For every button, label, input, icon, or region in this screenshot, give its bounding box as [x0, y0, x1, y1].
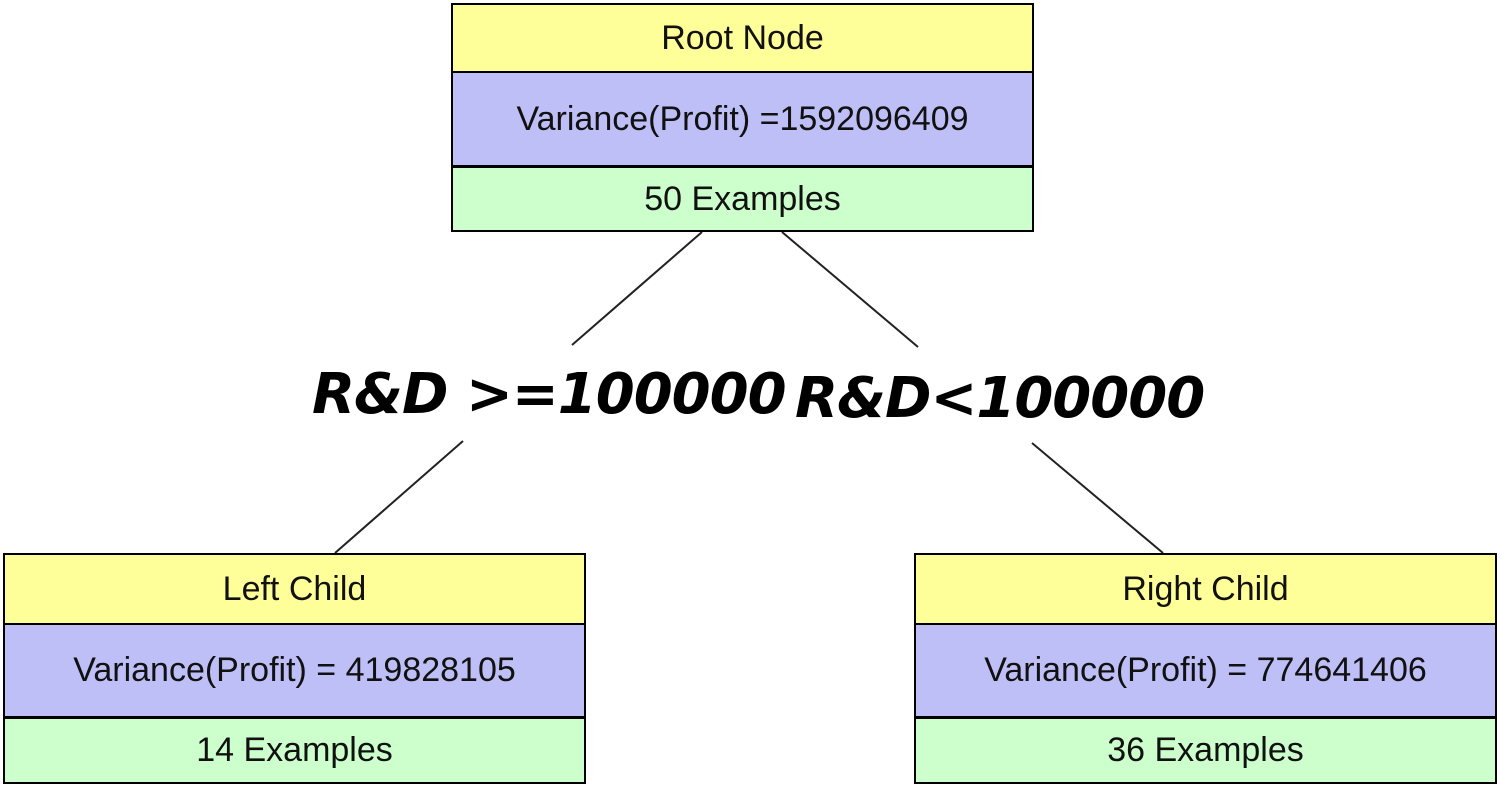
left-child-node: Left Child Variance(Profit) = 419828105 … — [3, 553, 586, 784]
root-node-title: Root Node — [453, 5, 1032, 71]
left-split-condition: R&D >=100000 — [312, 362, 787, 427]
right-child-examples: 36 Examples — [916, 719, 1495, 782]
edge-left-label-to-left-child — [334, 440, 464, 554]
root-node-examples: 50 Examples — [453, 168, 1032, 230]
right-child-node: Right Child Variance(Profit) = 774641406… — [914, 553, 1497, 784]
root-node-variance: Variance(Profit) =1592096409 — [453, 71, 1032, 168]
edge-root-to-right-label — [781, 231, 919, 348]
edge-root-to-left-label — [571, 231, 703, 346]
left-child-title: Left Child — [5, 555, 584, 623]
edge-right-label-to-right-child — [1031, 442, 1164, 554]
right-child-variance: Variance(Profit) = 774641406 — [916, 623, 1495, 719]
root-node: Root Node Variance(Profit) =1592096409 5… — [451, 3, 1034, 232]
left-child-variance: Variance(Profit) = 419828105 — [5, 623, 584, 719]
left-child-examples: 14 Examples — [5, 719, 584, 782]
right-child-title: Right Child — [916, 555, 1495, 623]
right-split-condition: R&D<100000 — [795, 366, 1205, 431]
